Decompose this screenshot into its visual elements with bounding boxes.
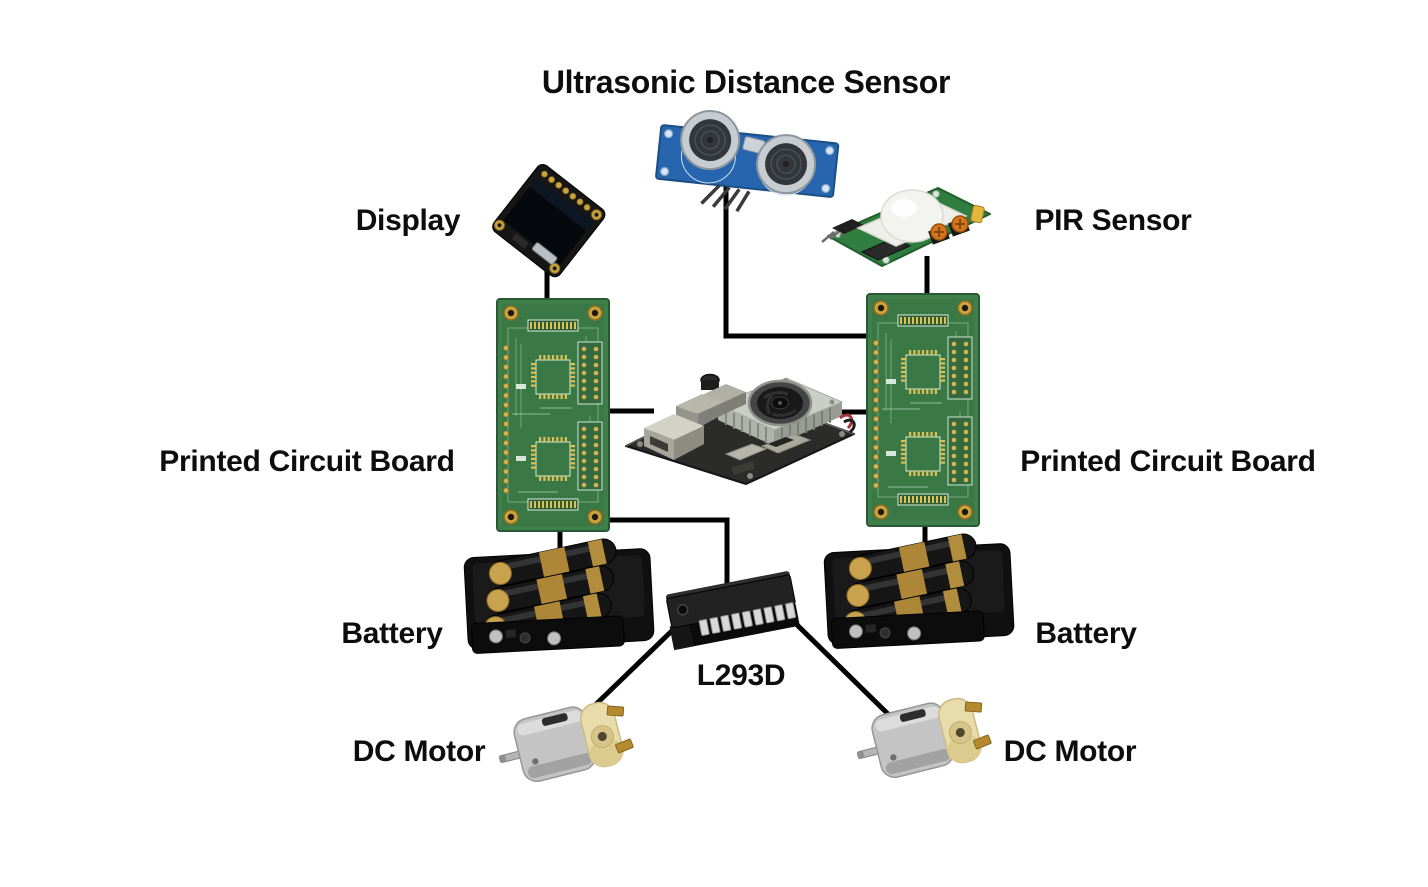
wire-l293d-motor-left (588, 622, 681, 712)
wire-ultrasonic-pcb-right (723, 186, 872, 339)
pcb-left-label: Printed Circuit Board (159, 445, 455, 478)
wire-l293d-motor-right (788, 616, 890, 716)
ultrasonic-label: Ultrasonic Distance Sensor (541, 64, 951, 100)
display-label: Display (355, 204, 461, 237)
display-module-image (473, 162, 623, 282)
battery-left-label: Battery (341, 617, 443, 650)
pcb-right-label: Printed Circuit Board (1020, 445, 1316, 478)
pcb-right-image (862, 291, 984, 529)
sbc-board-image (614, 348, 862, 488)
ultrasonic-sensor-image (645, 98, 850, 220)
dc-motor-right-label: DC Motor (1003, 735, 1137, 768)
l293d-chip-image (658, 571, 810, 654)
l293d-label: L293D (696, 659, 786, 692)
dc-motor-left-label: DC Motor (352, 735, 486, 768)
battery-right-label: Battery (1035, 617, 1137, 650)
pir-label: PIR Sensor (1034, 204, 1192, 237)
pir-sensor-image (818, 172, 1000, 274)
pcb-left-image (492, 296, 614, 534)
wire-pcb-left-l293d (598, 517, 730, 592)
